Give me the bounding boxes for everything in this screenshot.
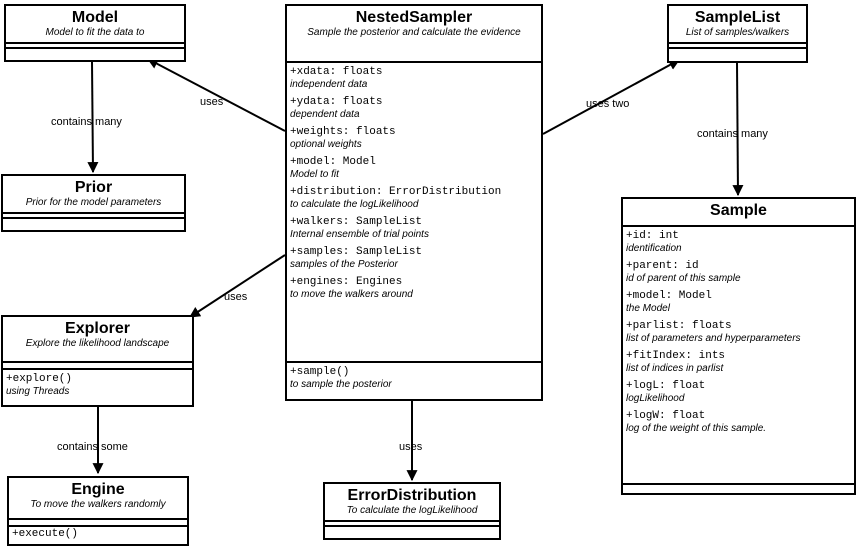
uses-samplelist-label: uses two [586,98,630,110]
nested-to-model-arrow [147,58,286,132]
nestedsampler-attr-model: +model: Model Model to fit [290,156,376,180]
sample-attr-parent: +parent: id id of parent of this sample [626,260,741,284]
model-class-box[interactable]: Model Model to fit the data to [4,4,186,62]
explorer-op-explore: +explore() using Threads [6,373,73,397]
nestedsampler-attr-weights: +weights: floats optional weights [290,126,396,150]
contains-prior-label: contains many [51,116,122,128]
engine-class-description: To move the walkers randomly [30,499,166,510]
explorer-attributes-section [3,361,192,368]
errordistribution-class-box[interactable]: ErrorDistribution To calculate the logLi… [323,482,501,540]
nestedsampler-op-sample: +sample() to sample the posterior [290,366,392,390]
engine-operations-section: +execute() [9,525,187,541]
nestedsampler-attr-walkers: +walkers: SampleList Internal ensemble o… [290,216,429,240]
prior-class-box[interactable]: Prior Prior for the model parameters [1,174,186,232]
nestedsampler-class-box[interactable]: NestedSampler Sample the posterior and c… [285,4,543,401]
samplelist-attributes-section [669,42,806,47]
nestedsampler-attr-samples: +samples: SampleList samples of the Post… [290,246,423,270]
sample-class-box[interactable]: Sample +id: int identification +parent: … [621,197,856,495]
model-class-description: Model to fit the data to [45,27,145,38]
nested-to-explorer-arrow [189,254,286,318]
contains-sample-label: contains many [697,128,768,140]
model-operations-section [6,47,184,52]
explorer-class-name: Explorer [65,320,130,337]
errordistribution-operations-section [325,525,499,530]
samplelist-to-sample-arrow [732,62,744,197]
samplelist-class-box[interactable]: SampleList List of samples/walkers [667,4,808,63]
sample-operations-section [623,483,854,493]
nestedsampler-operations-section: +sample() to sample the posterior [287,361,541,393]
nestedsampler-class-name: NestedSampler [355,9,473,26]
explorer-class-description: Explore the likelihood landscape [25,338,170,349]
sample-attributes-section: +id: int identification +parent: id id o… [623,225,854,483]
engine-op-execute: +execute() [12,528,79,540]
nestedsampler-attr-ydata: +ydata: floats dependent data [290,96,383,120]
engine-attributes-section [9,518,187,525]
sample-class-name: Sample [710,202,767,219]
sample-attr-fitindex: +fitIndex: ints list of indices in parli… [626,350,726,374]
explorer-operations-section: +explore() using Threads [3,368,192,400]
prior-class-name: Prior [74,179,113,196]
nestedsampler-attr-xdata: +xdata: floats independent data [290,66,383,90]
sample-attr-logw: +logW: float log of the weight of this s… [626,410,767,434]
explorer-class-box[interactable]: Explorer Explore the likelihood landscap… [1,315,194,407]
model-to-prior-arrow [87,61,99,174]
model-class-name: Model [71,9,119,26]
engine-class-box[interactable]: Engine To move the walkers randomly +exe… [7,476,189,546]
uses-model-label: uses [200,96,224,108]
sample-attr-id: +id: int identification [626,230,682,254]
samplelist-operations-section [669,47,806,52]
uses-explorer-label: uses [224,291,248,303]
sample-attr-logl: +logL: float logLikelihood [626,380,706,404]
nested-to-samplelist-arrow [542,59,680,135]
errordistribution-class-name: ErrorDistribution [347,487,477,504]
sample-attr-model: +model: Model the Model [626,290,712,314]
prior-attributes-section [3,212,184,217]
nestedsampler-attr-engines: +engines: Engines to move the walkers ar… [290,276,413,300]
prior-operations-section [3,217,184,222]
engine-class-name: Engine [71,481,125,498]
model-attributes-section [6,42,184,47]
uses-errordist-label: uses [399,441,423,453]
samplelist-class-description: List of samples/walkers [685,27,790,38]
nestedsampler-attributes-section: +xdata: floats independent data +ydata: … [287,61,541,361]
nestedsampler-class-description: Sample the posterior and calculate the e… [307,27,521,38]
errordistribution-attributes-section [325,520,499,525]
errordistribution-class-description: To calculate the logLikelihood [346,505,478,516]
sample-attr-parlist: +parlist: floats list of parameters and … [626,320,801,344]
nestedsampler-attr-distribution: +distribution: ErrorDistribution to calc… [290,186,502,210]
samplelist-class-name: SampleList [694,9,781,26]
prior-class-description: Prior for the model parameters [25,197,162,208]
contains-engine-label: contains some [57,441,128,453]
